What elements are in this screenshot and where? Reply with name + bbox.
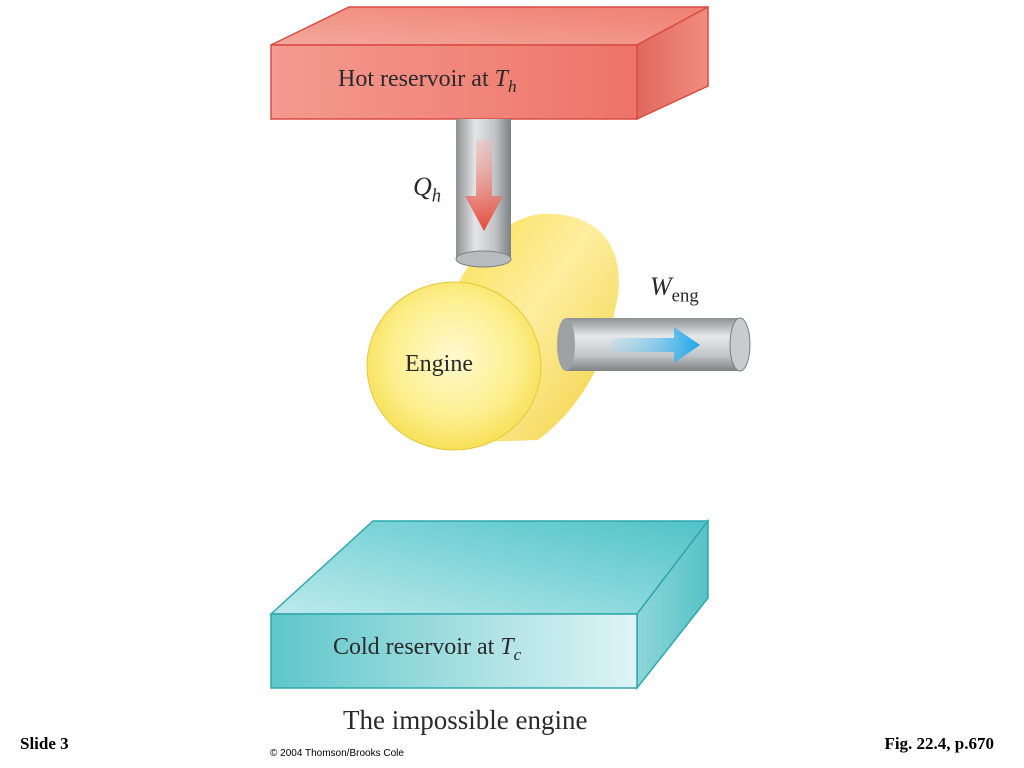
copyright-notice: © 2004 Thomson/Brooks Cole — [270, 748, 404, 759]
cold-reservoir-front — [270, 613, 638, 689]
cold-reservoir-block — [269, 518, 710, 691]
figure-caption: The impossible engine — [343, 705, 588, 735]
work-flow-arrow — [612, 327, 700, 363]
work-output-pipe-inlet — [557, 318, 575, 371]
cold-reservoir-top — [269, 520, 710, 615]
hot-reservoir-top — [270, 6, 709, 46]
hot-reservoir-label: Hot reservoir at Th — [338, 66, 517, 97]
engine-cylinder — [366, 213, 619, 451]
hot-reservoir-front — [270, 44, 638, 120]
heat-input-pipe-end — [455, 250, 512, 268]
work-output-pipe — [557, 317, 751, 372]
slide-number: Slide 3 — [20, 734, 69, 753]
work-output-label: Weng — [650, 272, 699, 307]
figure-reference: Fig. 22.4, p.670 — [884, 734, 994, 753]
heat-flow-label: Qh — [413, 172, 442, 207]
hot-reservoir-block — [270, 5, 709, 121]
engine-label: Engine — [405, 351, 473, 377]
cold-reservoir-label: Cold reservoir at Tc — [333, 634, 522, 665]
engine-cylinder-face — [366, 281, 542, 451]
work-output-pipe-end — [729, 317, 751, 372]
heat-flow-arrow — [465, 140, 503, 231]
heat-input-pipe — [455, 119, 512, 268]
